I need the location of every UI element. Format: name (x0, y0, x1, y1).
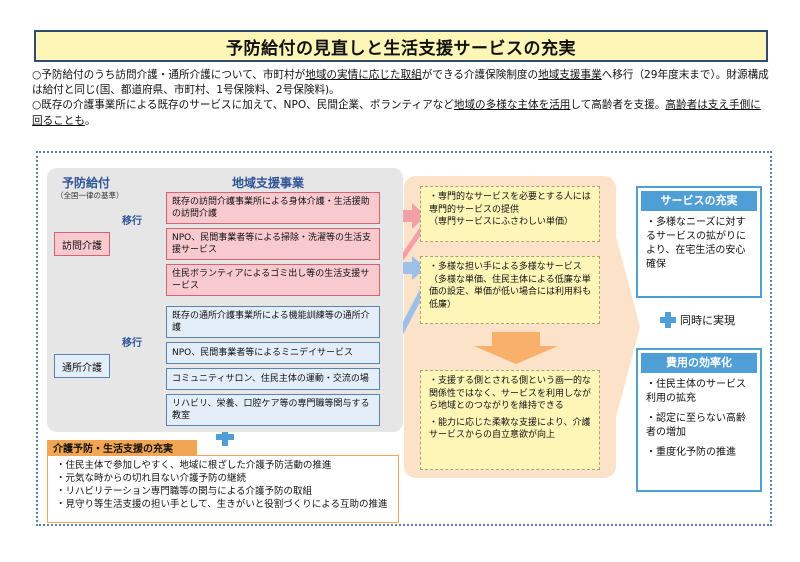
page-title: 予防給付の見直しと生活支援サービスの充実 (34, 30, 768, 62)
intro-p1-b: ができる介護保険制度の (421, 69, 539, 81)
blue-item-3: コミュニティサロン、住民主体の運動・交流の場 (166, 368, 380, 390)
intro-p1-a: ○予防給付のうち訪問介護・通所介護について、市町村が (32, 69, 306, 81)
intro-p2-underline-2: 高齢者は支え手側に回ることも (32, 99, 761, 127)
service-panel-heading: サービスの充実 (641, 191, 757, 211)
simultaneous-label: 同時に実現 (680, 314, 735, 327)
intro-p2-a: ○既存の介護事業所による既存のサービスに加えて、NPO、民間企業、ボランティアな… (32, 99, 454, 112)
middle-box-2: ・多様な担い手による多様なサービス （多様な単価、住民主体による低廉な単価の設定… (420, 256, 600, 324)
plus-icon-right (660, 312, 676, 328)
main-frame (36, 151, 772, 526)
middle-box-2-text: ・多様な担い手による多様なサービス (429, 262, 582, 272)
cost-panel-body: ・住民主体のサービス利用の拡充 ・認定に至らない高齢者の増加 ・重度化予防の推進 (638, 376, 760, 462)
yobou-note: （全国一律の基準） (56, 191, 124, 200)
chiiki-heading: 地域支援事業 (232, 176, 305, 190)
blue-item-1: 既存の通所介護事業所による機能訓練等の通所介護 (166, 306, 380, 338)
middle-box-2-note: （多様な単価、住民主体による低廉な単価の設定、単価が低い場合には利用料も低廉） (429, 274, 592, 310)
middle-box-3-item-1: ・支援する側とされる側という画一的な関係性ではなく、サービスを利用しながら地域と… (429, 376, 592, 411)
intro-p2-underline-1: 地域の多様な主体を活用 (453, 99, 571, 112)
cost-item: ・住民主体のサービス利用の拡充 (646, 379, 746, 404)
middle-box-1-note: （専門サービスにふさわしい単価） (429, 217, 574, 227)
intro-p1-underline-2: 地域支援事業 (538, 69, 602, 81)
cost-item: ・重度化予防の推進 (646, 447, 736, 458)
yobou-heading: 予防給付 (62, 176, 111, 190)
middle-box-1: ・専門的なサービスを必要とする人には専門的サービスの提供 （専門サービスにふさわ… (420, 186, 600, 242)
middle-box-3-item-2: ・能力に応じた柔軟な支援により、介護サービスからの自立意欲が向上 (429, 417, 591, 441)
red-item-1: 既存の訪問介護事業所による身体介護・生活援助の訪問介護 (166, 192, 380, 224)
down-arrow (474, 332, 558, 364)
prevention-item: ・見守り等生活支援の担い手として、生きがいと役割づくりによる互助の推進 (56, 499, 388, 510)
simultaneous-note: 同時に実現 (660, 312, 735, 328)
red-item-3: 住民ボランティアによるゴミ出し等の生活支援サービス (166, 264, 380, 296)
ikou-label-1: 移行 (122, 216, 142, 227)
prevention-heading: 介護予防・生活支援の充実 (47, 440, 197, 455)
blue-item-4: リハビリ、栄養、口腔ケア等の専門職等関与する教室 (166, 394, 380, 426)
prevention-item: ・住民主体で参加しやすく、地域に根ざした介護予防活動の推進 (56, 460, 332, 471)
tsusho-kaigo-box: 通所介護 (54, 354, 110, 378)
intro-p2-c: 。 (84, 114, 96, 127)
pink-arrow (380, 203, 426, 229)
prevention-item: ・元気な時からの切れ目ない介護予防の継続 (56, 473, 247, 484)
blue-item-2: NPO、民間事業者等によるミニデイサービス (166, 342, 380, 364)
houmon-kaigo-box: 訪問介護 (54, 232, 110, 256)
intro-text: ○予防給付のうち訪問介護・通所介護について、市町村が地域の実情に応じた取組ができ… (32, 68, 770, 129)
intro-p2-b: して高齢者を支援。 (570, 99, 666, 112)
service-panel-body: ・多様なニーズに対するサービスの拡がりにより、在宅生活の安心確保 (646, 217, 746, 270)
ikou-label-2: 移行 (122, 338, 142, 349)
plus-icon-left (216, 428, 234, 446)
service-panel: サービスの充実 ・多様なニーズに対するサービスの拡がりにより、在宅生活の安心確保 (636, 186, 762, 298)
intro-p1-underline-1: 地域の実情に応じた取組 (305, 69, 422, 81)
prevention-list: ・住民主体で参加しやすく、地域に根ざした介護予防活動の推進 ・元気な時からの切れ… (47, 455, 399, 523)
cost-item: ・認定に至らない高齢者の増加 (646, 413, 746, 438)
cost-panel-heading: 費用の効率化 (641, 353, 757, 373)
intro-p1-c: へ移行（29年度末まで）。財源構成は給付と同じ(国、都道府県、市町村、1号保険料… (32, 69, 769, 97)
middle-box-1-text: ・専門的なサービスを必要とする人には専門的サービスの提供 (429, 192, 591, 215)
red-item-2: NPO、民間事業者等による掃除・洗濯等の生活支援サービス (166, 228, 380, 260)
prevention-item: ・リハビリテーション専門職等の関与による介護予防の取組 (56, 486, 313, 497)
intro-paragraph-2: ○既存の介護事業所による既存のサービスに加えて、NPO、民間企業、ボランティアな… (32, 98, 770, 128)
cost-panel: 費用の効率化 ・住民主体のサービス利用の拡充 ・認定に至らない高齢者の増加 ・重… (636, 348, 762, 492)
big-chevron-arrow (600, 176, 640, 478)
middle-box-3: ・支援する側とされる側という画一的な関係性ではなく、サービスを利用しながら地域と… (420, 370, 600, 470)
intro-paragraph-1: ○予防給付のうち訪問介護・通所介護について、市町村が地域の実情に応じた取組ができ… (32, 68, 770, 98)
